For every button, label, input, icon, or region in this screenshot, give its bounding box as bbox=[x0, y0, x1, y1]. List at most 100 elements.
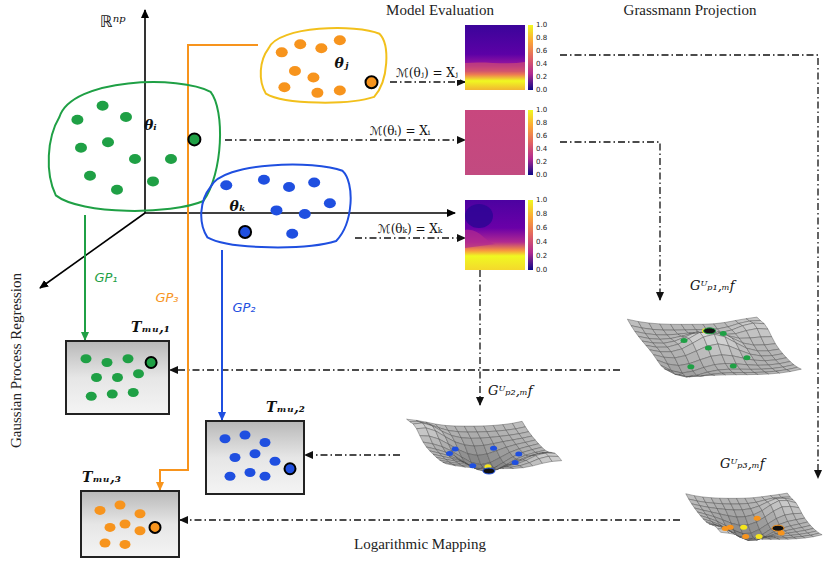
surface-mesh bbox=[754, 323, 768, 329]
sample-dot bbox=[220, 434, 231, 443]
heatmap-field bbox=[465, 25, 525, 90]
parameter-label: θⱼ bbox=[335, 55, 349, 71]
sample-dot bbox=[100, 539, 111, 548]
surface-mesh bbox=[761, 337, 775, 345]
sample-dot bbox=[271, 205, 283, 215]
sample-dot bbox=[260, 472, 271, 481]
colorbar-tick: 1.0 bbox=[536, 196, 547, 204]
sample-dot bbox=[722, 526, 729, 531]
sample-dot bbox=[307, 72, 319, 82]
colorbar-tick: 0.0 bbox=[536, 266, 547, 274]
parameter-cluster-art bbox=[45, 75, 225, 215]
heatmap-field bbox=[465, 110, 525, 175]
surface-mesh bbox=[549, 456, 562, 461]
edge-label: GP₂ bbox=[230, 300, 257, 315]
tangent-plane bbox=[81, 491, 179, 557]
sample-dot bbox=[165, 154, 177, 164]
sample-dot bbox=[123, 354, 134, 363]
sample-dot bbox=[102, 358, 113, 367]
edge-label: ℳ(θₖ) = Xₖ bbox=[376, 222, 444, 236]
heatmap-feature bbox=[465, 230, 495, 248]
sample-dot bbox=[81, 354, 92, 363]
colorbar-tick: 0.0 bbox=[536, 171, 547, 179]
colorbar-tick: 0.2 bbox=[536, 73, 547, 81]
surface-mesh bbox=[507, 459, 520, 464]
sample-dot bbox=[107, 390, 118, 399]
parameter-cluster: θₖ bbox=[198, 160, 355, 250]
tangent-space-label: Tₘᵤ,₂ bbox=[266, 399, 305, 415]
sample-dot bbox=[311, 88, 323, 98]
edge-label: ℳ(θᵢ) = Xᵢ bbox=[368, 124, 432, 138]
sample-dot bbox=[225, 472, 236, 481]
grassmann-manifold: Gᵁₚ₁,ₘf bbox=[620, 300, 805, 400]
surface-mesh bbox=[779, 493, 790, 497]
sample-dot bbox=[91, 373, 102, 382]
heatmap-feature bbox=[465, 204, 493, 228]
parameter-label: θᵢ bbox=[144, 117, 157, 133]
edge-label: GP₃ bbox=[153, 290, 180, 305]
surface-mesh bbox=[787, 367, 801, 371]
colorbar bbox=[528, 200, 533, 270]
sample-dot bbox=[334, 85, 346, 95]
selected-sample bbox=[146, 357, 157, 368]
mapping-arrow bbox=[355, 237, 465, 238]
cluster-outline bbox=[49, 82, 220, 211]
manifold-label: Gᵁₚ₁,ₘf bbox=[690, 278, 735, 293]
colorbar-tick: 0.0 bbox=[536, 86, 547, 94]
sample-dot bbox=[490, 446, 497, 451]
mapping-arrow bbox=[560, 142, 660, 300]
sample-dot bbox=[515, 451, 522, 456]
mapping-arrow bbox=[305, 454, 400, 455]
sample-dot bbox=[250, 449, 261, 458]
sample-dot bbox=[324, 198, 336, 208]
mapping-arrow bbox=[180, 519, 680, 520]
colorbar-tick: 0.8 bbox=[536, 34, 547, 42]
selected-sample bbox=[704, 328, 716, 334]
tangent-space-box: Tₘᵤ,₁ bbox=[65, 340, 170, 415]
sample-dot bbox=[283, 182, 295, 192]
surface-mesh bbox=[746, 317, 760, 321]
sample-dot bbox=[512, 460, 519, 465]
text-label: Model Evaluation bbox=[386, 2, 494, 19]
tangent-space-box-art bbox=[65, 340, 170, 415]
sample-dot bbox=[315, 43, 327, 53]
sample-dot bbox=[135, 509, 146, 518]
heatmap-image: 1.00.80.60.40.20.0 bbox=[465, 25, 560, 90]
heatmap-image: 1.00.80.60.40.20.0 bbox=[465, 200, 560, 270]
mapping-arrow bbox=[479, 270, 480, 405]
sample-dot bbox=[308, 178, 320, 188]
sample-dot bbox=[71, 115, 83, 125]
colorbar-tick: 1.0 bbox=[536, 106, 547, 114]
sample-dot bbox=[240, 431, 251, 440]
colorbar-tick: 0.4 bbox=[536, 145, 547, 153]
sample-dot bbox=[452, 447, 459, 452]
colorbar-tick: 0.4 bbox=[536, 60, 547, 68]
cluster-outline bbox=[261, 28, 387, 103]
sample-dot bbox=[258, 175, 270, 185]
mapping-arrow bbox=[170, 369, 620, 370]
sample-dot bbox=[97, 101, 109, 111]
mapping-arrow bbox=[560, 55, 818, 478]
parameter-cluster: θᵢ bbox=[45, 75, 225, 215]
surface-mesh bbox=[811, 533, 822, 536]
sample-dot bbox=[133, 369, 144, 378]
tangent-space-label: Tₘᵤ,₁ bbox=[131, 319, 170, 335]
parameter-cluster-art bbox=[198, 160, 355, 250]
axis-line bbox=[144, 10, 146, 213]
sample-dot bbox=[756, 534, 763, 539]
sample-dot bbox=[86, 392, 97, 401]
heatmap-feature bbox=[465, 62, 525, 72]
manifold-label: Gᵁₚ₂,ₘf bbox=[488, 383, 533, 398]
sample-dot bbox=[299, 209, 311, 219]
sample-dot bbox=[135, 526, 146, 535]
tangent-space-label: Tₘᵤ,₃ bbox=[82, 469, 121, 485]
colorbar-ticks: 1.00.80.60.40.20.0 bbox=[536, 196, 547, 274]
colorbar-tick: 0.8 bbox=[536, 210, 547, 218]
tangent-plane bbox=[206, 421, 304, 494]
colorbar-tick: 0.6 bbox=[536, 224, 547, 232]
sample-dot bbox=[276, 47, 288, 57]
colorbar-ticks: 1.00.80.60.40.20.0 bbox=[536, 106, 547, 179]
selected-sample bbox=[772, 525, 784, 531]
cluster-outline bbox=[201, 165, 350, 248]
sample-dot bbox=[120, 540, 131, 549]
